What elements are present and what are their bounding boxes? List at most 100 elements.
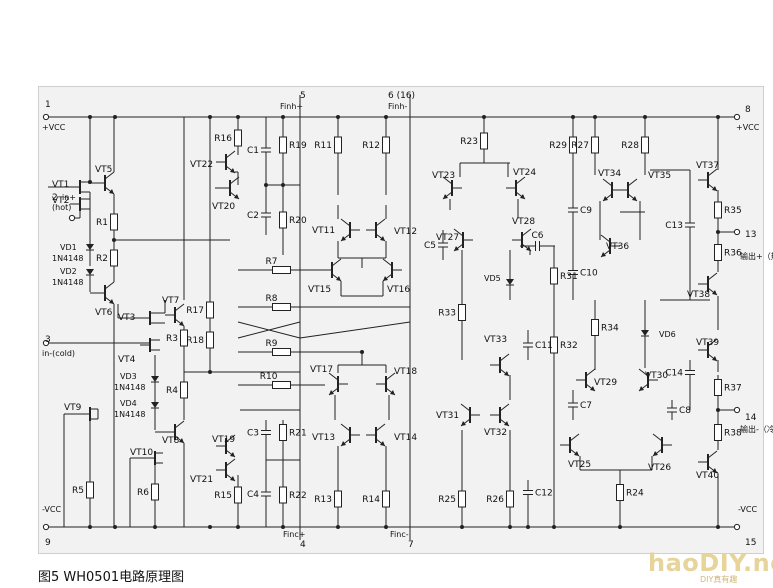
transistor-vt20 (220, 176, 240, 200)
resistor-label: R22 (289, 491, 307, 501)
resistor-label: R17 (186, 306, 204, 316)
resistor-r38 (714, 424, 722, 441)
resistor-r28 (641, 136, 649, 154)
resistor-label: R33 (438, 309, 456, 319)
transistor-vt10 (145, 451, 163, 465)
transistor-label: VT11 (312, 226, 335, 236)
resistor-r37 (714, 379, 722, 396)
transistor-label: VT24 (513, 168, 536, 178)
terminal-13-label: 输出+（热） (740, 251, 773, 261)
resistor-label: R2 (96, 254, 108, 264)
transistor-label: VT35 (648, 171, 671, 181)
diode-vd2 (86, 269, 94, 276)
transistor-label: VT1 (52, 180, 69, 190)
terminal-6-number: 6 (16) (388, 91, 415, 101)
resistor-label: R10 (260, 372, 278, 382)
terminal-8 (733, 113, 741, 121)
transistor-label: VT5 (95, 165, 112, 175)
transistor-vt32 (490, 403, 510, 427)
transistor-label: VT39 (696, 338, 719, 348)
resistor-r11 (334, 136, 342, 154)
terminal-9-label: -VCC (42, 505, 61, 514)
resistor-label: R9 (266, 339, 278, 349)
wire (237, 321, 301, 339)
capacitor-c13 (685, 222, 695, 228)
transistor-label: VT31 (436, 411, 459, 421)
transistor-vt21 (216, 458, 236, 482)
resistor-label: R36 (724, 249, 742, 259)
transistor-vt33 (490, 353, 510, 377)
capacitor-c8 (667, 407, 677, 413)
transistor-vt40 (698, 450, 718, 474)
resistor-label: R13 (314, 495, 332, 505)
transistor-vt26 (652, 433, 672, 457)
resistor-r7 (272, 266, 291, 274)
diode-vd4 (151, 402, 159, 409)
transistor-label: VT29 (594, 378, 617, 388)
transistor-vt36 (600, 234, 620, 258)
junction-dot (208, 525, 212, 529)
resistor-label: R6 (137, 488, 149, 498)
resistor-r25 (458, 490, 466, 508)
transistor-vt6 (95, 281, 115, 305)
capacitor-label: C14 (665, 369, 683, 379)
transistor-vt28 (512, 228, 532, 252)
terminal-15 (733, 523, 741, 531)
transistor-label: VT21 (190, 475, 213, 485)
capacitor-label: C5 (424, 241, 436, 251)
transistor-vt11 (340, 218, 360, 242)
terminal-8-number: 8 (745, 105, 751, 115)
capacitor-c14 (685, 370, 695, 375)
resistor-r6 (151, 483, 159, 501)
transistor-vt12 (366, 218, 386, 242)
transistor-vt22 (216, 150, 236, 174)
terminal-15-number: 15 (745, 538, 756, 548)
transistor-label: VT27 (436, 233, 459, 243)
resistor-label: R4 (166, 386, 178, 396)
transistor-label: VT10 (130, 448, 153, 458)
resistor-label: R26 (486, 495, 504, 505)
terminal-2-number: 2 (52, 193, 58, 203)
resistor-label: R5 (72, 486, 84, 496)
transistor-vt9 (80, 407, 98, 421)
resistor-label: R29 (549, 141, 567, 151)
site-watermark: haoDIY.net DIY真有趣 (648, 549, 773, 584)
figure-caption: 图5 WH0501电路原理图 (38, 570, 185, 585)
transistor-label: VT9 (64, 403, 82, 413)
capacitor-label: C8 (679, 406, 691, 416)
capacitor-label: C10 (580, 269, 598, 279)
resistor-r35 (714, 201, 722, 219)
terminal-2-sub: (hot) (52, 203, 71, 212)
terminal-1-number: 1 (45, 100, 51, 110)
capacitor-label: C6 (531, 231, 543, 241)
transistor-label: VT15 (308, 285, 331, 295)
wire (299, 321, 411, 339)
terminal-5-label: Finh+ (280, 102, 303, 111)
transistor-vt37 (698, 168, 718, 192)
transistor-vt38 (698, 272, 718, 296)
resistor-r20 (279, 211, 287, 229)
resistor-r13 (334, 490, 342, 508)
resistor-label: R18 (186, 336, 204, 346)
resistor-r36 (714, 244, 722, 261)
transistor-vt31 (460, 403, 480, 427)
transistor-label: VT25 (568, 460, 591, 470)
transistor-vt23 (442, 176, 462, 200)
resistor-label: R7 (266, 257, 278, 267)
resistor-label: R16 (214, 134, 232, 144)
capacitor-c10 (568, 270, 578, 275)
transistor-vt13 (340, 423, 360, 447)
transistor-label: VT37 (696, 161, 719, 171)
transistor-label: VT6 (95, 308, 113, 318)
transistor-vt30 (638, 368, 658, 392)
resistor-r14 (382, 490, 390, 508)
transistor-label: VT32 (484, 428, 507, 438)
capacitor-label: C12 (535, 489, 553, 499)
transistor-label: VT8 (162, 436, 180, 446)
transistor-label: VT19 (212, 435, 235, 445)
transistor-label: VT16 (387, 285, 410, 295)
capacitor-label: C7 (580, 401, 592, 411)
resistor-r5 (86, 481, 94, 499)
transistor-vt24 (506, 176, 526, 200)
